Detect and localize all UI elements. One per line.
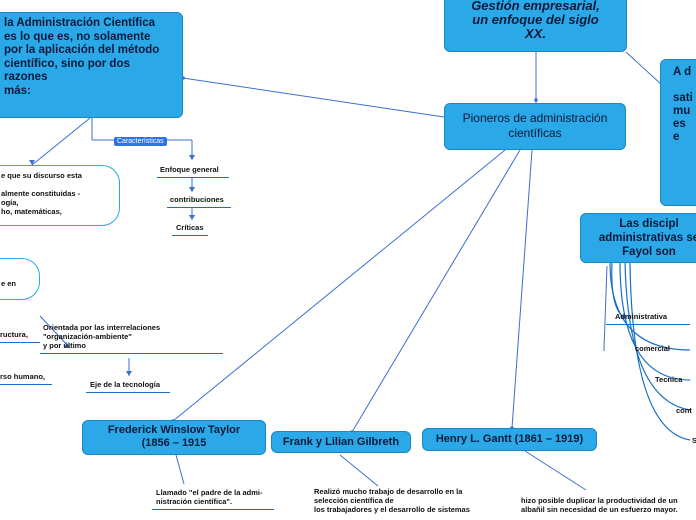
left-partial-text-2: e en [1,279,17,288]
disciplines-title: Las discipl administrativas se Fayol son [598,218,696,258]
fayol-item-administrative[interactable]: Administrativa [615,312,668,321]
intro-text: la Administración Científica es lo que e… [4,17,160,97]
characteristic-criticism[interactable]: Críticas [176,223,204,232]
intro-node[interactable]: la Administración Científica es lo que e… [0,12,183,118]
person-node-taylor[interactable]: Frederick Winslow Taylor (1856 – 1915 [82,420,266,455]
pioneers-node[interactable]: Pioneros de administración científicas [444,103,626,150]
left-fragment-structure-underline [0,342,40,343]
pioneers-title: Pioneros de administración científicas [462,111,608,140]
left-fragment-human-underline [0,384,52,385]
person-note-gilbreth[interactable]: Realizó mucho trabajo de desarrollo en l… [314,487,470,514]
fayol-item-security[interactable]: S [692,436,696,445]
fayol-item-technical[interactable]: Tecnica [655,375,683,384]
right-top-text: A d sati mu es e [673,66,693,143]
central-topic-node[interactable]: Gestión empresarial, un enfoque del sigl… [444,0,627,52]
fayol-item-administrative-underline [606,324,690,325]
characteristic-contributions[interactable]: contribuciones [170,195,224,204]
technology-underline [86,392,170,393]
characteristic-criticism-underline [172,235,208,236]
person-note-taylor-underline [152,509,274,510]
disciplines-node[interactable]: Las discipl administrativas se Fayol son [580,213,696,263]
characteristic-contributions-underline [167,207,231,208]
person-node-gantt[interactable]: Henry L. Gantt (1861 – 1919) [422,428,597,451]
person-note-taylor[interactable]: Llamado "el padre de la admi- nistración… [156,488,263,506]
left-partial-box-1[interactable]: e que su discurso esta almente constitui… [0,165,120,226]
person-name-taylor: Frederick Winslow Taylor (1856 – 1915 [107,424,241,449]
person-name-gilbreth: Frank y Lilian Gilbreth [282,436,400,448]
fayol-item-accounting[interactable]: cont [676,406,692,415]
fayol-item-commercial[interactable]: comercial [635,344,671,353]
characteristic-general[interactable]: Enfoque general [160,165,219,174]
right-top-node[interactable]: A d sati mu es e [660,59,696,206]
technology-text[interactable]: Eje de la tecnología [90,380,161,389]
person-node-gilbreth[interactable]: Frank y Lilian Gilbreth [271,431,411,453]
central-topic-title: Gestión empresarial, un enfoque del sigl… [471,0,600,41]
characteristic-general-underline [157,177,229,178]
left-fragment-structure: ructura, [0,330,28,339]
left-fragment-human: rso humano, [0,372,46,381]
left-partial-box-2[interactable]: e en [0,258,40,300]
characteristics-tag[interactable]: Características [114,137,167,146]
left-partial-text-1: e que su discurso esta almente constitui… [1,171,82,216]
orientation-text[interactable]: Orientada por las interrelaciones "organ… [43,323,161,350]
orientation-underline [40,353,223,354]
person-name-gantt: Henry L. Gantt (1861 – 1919) [435,433,584,445]
person-note-gantt[interactable]: hizo posible duplicar la productividad d… [521,496,678,514]
